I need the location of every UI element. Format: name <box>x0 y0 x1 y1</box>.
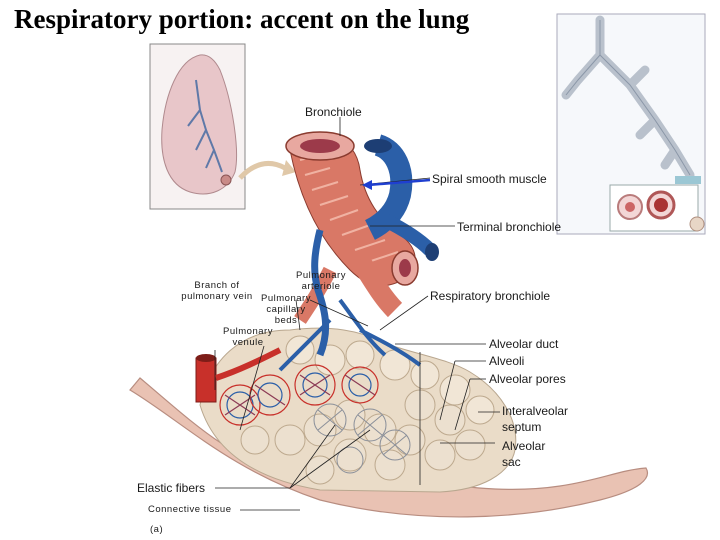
label-elastic-fibers: Elastic fibers <box>137 481 206 495</box>
label-pulmonary-arteriole: Pulmonary arteriole <box>296 270 346 292</box>
label-bronchiole: Bronchiole <box>305 105 362 119</box>
label-connective-tissue: Connective tissue <box>148 504 232 515</box>
pulmonary-vein-branch <box>195 347 282 403</box>
label-alveolar-sac: Alveolar sac <box>502 439 546 469</box>
label-spiral-smooth-muscle: Spiral smooth muscle <box>432 172 547 186</box>
lung-inset <box>149 43 246 210</box>
leader-lines <box>214 117 500 511</box>
slide-title: Respiratory portion: accent on the lung <box>14 4 470 34</box>
elastic-fiber-meshes <box>313 403 411 474</box>
bronchial-tree-inset <box>556 13 706 235</box>
label-branch-pulmonary-vein: Branch of pulmonary vein <box>181 280 253 302</box>
label-pulmonary-venule: Pulmonary venule <box>223 326 273 348</box>
label-interalveolar-septum: Interalveolar septum <box>502 404 569 434</box>
inset-arrow <box>238 160 287 180</box>
label-terminal-bronchiole: Terminal bronchiole <box>457 220 562 234</box>
bronchiole-airway <box>285 131 419 324</box>
pulmonary-arteriole <box>278 134 439 372</box>
label-pulmonary-capillary-beds: Pulmonary capillary beds <box>261 293 311 326</box>
label-alveoli: Alveoli <box>489 354 525 368</box>
capillary-nets <box>219 364 379 426</box>
label-alveolar-pores: Alveolar pores <box>489 372 566 386</box>
spiral-muscle-pointer <box>362 178 431 190</box>
label-respiratory-bronchiole: Respiratory bronchiole <box>430 289 551 303</box>
label-alveolar-duct: Alveolar duct <box>489 337 559 351</box>
label-panel-letter: (a) <box>150 524 164 535</box>
